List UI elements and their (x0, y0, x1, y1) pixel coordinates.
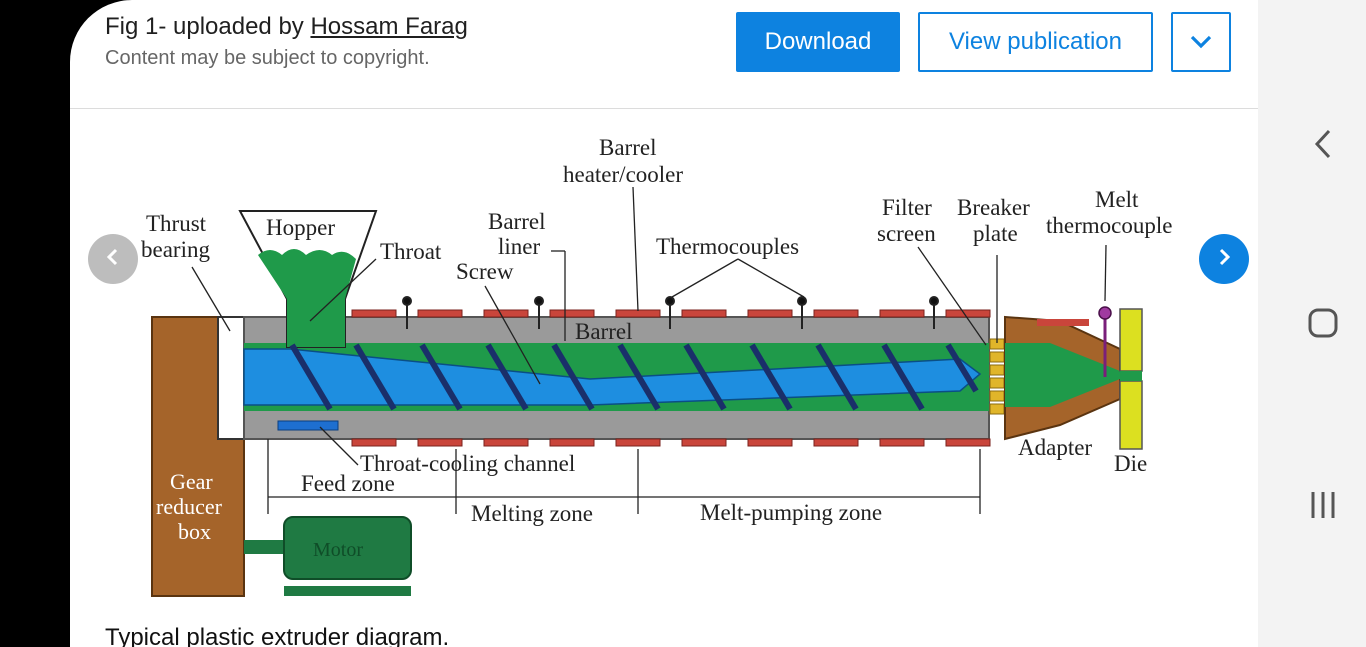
label-gear-2: reducer (156, 494, 223, 519)
more-options-button[interactable] (1171, 12, 1231, 72)
recents-button[interactable] (1306, 490, 1340, 524)
label-adapter: Adapter (1018, 435, 1092, 460)
screw-flights (289, 343, 979, 411)
thermocouples (402, 296, 939, 329)
die-bottom (1119, 380, 1143, 450)
motor-base (284, 586, 411, 596)
label-barrel-heater-2: heater/cooler (563, 162, 683, 187)
heater-bands-top (351, 309, 991, 318)
label-throat: Throat (380, 239, 442, 264)
label-breaker-1: Breaker (957, 195, 1030, 220)
figure-card: Fig 1- uploaded by Hossam Farag Content … (70, 0, 1258, 647)
system-navigation-bar (1258, 0, 1366, 647)
copyright-notice: Content may be subject to copyright. (105, 47, 430, 69)
back-button[interactable] (1306, 126, 1340, 166)
die-melt (1120, 371, 1142, 381)
breaker-plate (989, 338, 1005, 415)
label-barrel-liner-2: liner (498, 234, 540, 259)
home-button[interactable] (1306, 308, 1340, 342)
label-barrel: Barrel (575, 319, 632, 344)
motor-shaft (244, 540, 286, 554)
label-melt-1: Melt (1095, 187, 1139, 212)
label-gear-3: box (178, 519, 211, 544)
previous-figure-button[interactable] (88, 234, 138, 284)
label-filter-1: Filter (882, 195, 932, 220)
figure-title: Fig 1- uploaded by Hossam Farag (105, 13, 468, 41)
label-melt-2: thermocouple (1046, 213, 1172, 238)
recents-bars-icon (1308, 490, 1338, 525)
melt-thermocouple-head (1098, 306, 1112, 320)
leader-lines (191, 186, 1107, 514)
label-motor: Motor (313, 539, 363, 561)
label-filter-2: screen (877, 221, 936, 246)
label-breaker-2: plate (973, 221, 1018, 246)
label-die: Die (1114, 451, 1147, 476)
chevron-right-icon (1217, 248, 1231, 271)
hopper-pellets (258, 249, 356, 347)
die-top (1119, 308, 1143, 372)
extruder-diagram-svg: Thrust bearing Hopper Throat Barrel line… (141, 135, 1172, 597)
label-screw: Screw (456, 259, 514, 284)
chevron-down-icon (1190, 28, 1212, 56)
label-thermocouples: Thermocouples (656, 234, 799, 259)
chevron-left-icon (106, 248, 120, 271)
label-bearing: bearing (141, 237, 210, 262)
download-button[interactable]: Download (736, 12, 900, 72)
thrust-bearing-block (217, 316, 245, 440)
label-barrel-liner-1: Barrel (488, 209, 545, 234)
extruder-diagram: Thrust bearing Hopper Throat Barrel line… (70, 109, 1258, 619)
adapter-melt (1005, 343, 1120, 407)
view-publication-button[interactable]: View publication (918, 12, 1153, 72)
label-thrust: Thrust (146, 211, 207, 236)
label-feed-zone: Feed zone (301, 471, 395, 496)
author-link[interactable]: Hossam Farag (310, 13, 468, 40)
label-barrel-heater-1: Barrel (599, 135, 656, 160)
label-throat-cooling: Throat-cooling channel (360, 451, 575, 476)
throat-cooling-channel (277, 420, 339, 431)
motor-body (283, 516, 412, 580)
heater-bands-bottom (351, 438, 991, 447)
label-gear-1: Gear (170, 469, 213, 494)
next-figure-button[interactable] (1199, 234, 1249, 284)
home-square-icon (1308, 308, 1338, 343)
figure-header: Fig 1- uploaded by Hossam Farag Content … (70, 0, 1258, 109)
figure-title-prefix: Fig 1- uploaded by (105, 13, 311, 40)
back-chevron-icon (1313, 128, 1333, 165)
label-melting-zone: Melting zone (471, 501, 593, 526)
adapter-heater (1037, 319, 1089, 326)
figure-caption: Typical plastic extruder diagram. (105, 624, 450, 647)
label-melt-pumping-zone: Melt-pumping zone (700, 500, 882, 525)
label-hopper: Hopper (266, 215, 335, 240)
